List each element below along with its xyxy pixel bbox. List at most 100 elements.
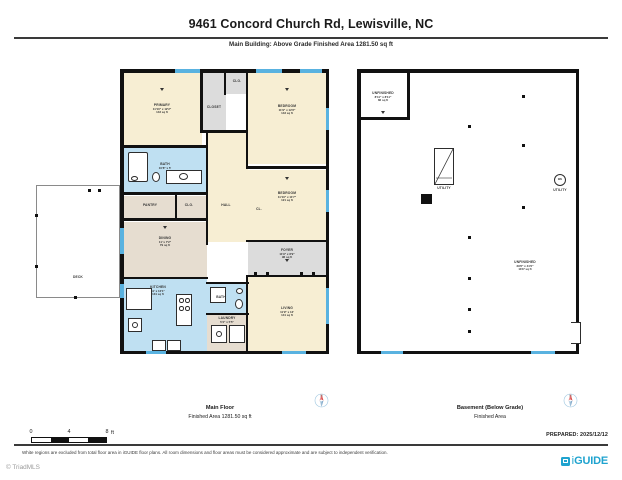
wall-exterior-left [357, 69, 361, 354]
wall-interior [205, 312, 249, 315]
window [282, 350, 306, 354]
room-label-clo-top: CLO. [232, 79, 242, 83]
room-dining [123, 222, 207, 277]
sink-fixture [131, 176, 138, 181]
burner-icon [179, 298, 184, 303]
iguide-brand-text: iGUIDE [571, 455, 608, 467]
scale-tick-labels: 0 4 8 [30, 429, 109, 437]
deck-post [35, 214, 38, 217]
room-label-unfinished-small: UNFINISHED 8'11" x 8'11" 82 sq ft [372, 91, 394, 103]
room-living [248, 277, 326, 351]
wall-interior [120, 276, 208, 279]
dimension-arrow [285, 177, 289, 180]
support-column [522, 95, 525, 98]
room-label-pantry: PANTRY [142, 203, 158, 207]
wall-interior [120, 218, 208, 221]
room-label-bath-hall: BATH 10'8" x 5' [158, 162, 172, 170]
room-label-hall: HALL [221, 203, 231, 207]
dimension-arrow [285, 259, 289, 262]
room-closet [202, 72, 226, 132]
support-column [468, 236, 471, 239]
room-label-foyer: FOYER 11'9" x 8'9" 96 sq ft [279, 248, 295, 260]
svg-text:N: N [569, 394, 571, 398]
wall-exterior-bottom [357, 350, 579, 354]
washer-drum [216, 331, 222, 337]
toilet-fixture [152, 172, 160, 182]
room-label-cl-hall: CL. [256, 207, 262, 211]
cabinet-fixture [152, 340, 166, 351]
sink-fixture [179, 173, 188, 180]
scale-unit-label: ft [111, 430, 114, 436]
mls-attribution: © TriadMLS [6, 464, 40, 471]
sink-fixture [236, 288, 243, 294]
main-floor-plan: DECK [0, 0, 345, 400]
railing-post [266, 272, 269, 275]
dimension-arrow [285, 88, 289, 91]
room-deck [36, 185, 120, 298]
room-label-deck: DECK [73, 275, 83, 279]
support-column [468, 125, 471, 128]
railing-post [312, 272, 315, 275]
wall-interior [174, 192, 177, 220]
wall-interior [200, 69, 203, 132]
room-pantry [123, 196, 177, 220]
footer-divider [14, 444, 608, 446]
railing-post [300, 272, 303, 275]
wall-interior [120, 145, 208, 148]
wall-exterior-top [357, 69, 579, 73]
main-floor-caption-area: Finished Area 1281.50 sq ft [188, 413, 252, 420]
room-label-laundry: LAUNDRY 5'4" x 5'5" [218, 316, 236, 324]
room-bedroom-1 [248, 72, 326, 164]
room-bedroom-2 [248, 170, 326, 242]
room-label-bath-small: BATH [216, 295, 226, 299]
room-label-bedroom-1: BEDROOM 11'9" x 12'2" 143 sq ft [277, 104, 297, 116]
page-subtitle: Main Building: Above Grade Finished Area… [229, 41, 393, 48]
window [325, 108, 329, 130]
iguide-brand-i: i [571, 455, 575, 467]
room-label-unfinished-main: UNFINISHED 29'6" x 41'0" 1157 sq ft [514, 260, 536, 272]
window [175, 69, 200, 73]
window [325, 190, 329, 212]
burner-icon [179, 306, 184, 311]
scale-bar-graphic [31, 437, 107, 443]
window [325, 288, 329, 324]
water-heater-label: WH [557, 177, 563, 181]
window [146, 350, 166, 354]
room-label-utility-left: UTILITY [437, 186, 451, 190]
scale-tick-4: 4 [67, 429, 71, 435]
support-column [468, 330, 471, 333]
basement-caption-title: Basement (Below Grade) [456, 405, 524, 411]
bathtub-fixture [128, 152, 148, 182]
wall-interior [407, 69, 410, 119]
deck-post [74, 296, 77, 299]
wall-exterior-bottom [120, 350, 329, 354]
window [531, 350, 555, 354]
window [256, 69, 282, 73]
wall-interior [245, 274, 328, 277]
cabinet-fixture [167, 340, 181, 351]
wall-interior [200, 130, 248, 133]
deck-post [35, 265, 38, 268]
burner-icon [185, 298, 190, 303]
basement-unfinished-main [359, 72, 577, 354]
disclaimer-text: White regions are excluded from total fl… [22, 450, 388, 455]
deck-post [98, 189, 101, 192]
support-column [522, 206, 525, 209]
room-label-utility-right: UTILITY [553, 188, 567, 192]
room-clo-top [226, 72, 248, 94]
deck-post [88, 189, 91, 192]
wall-interior [245, 239, 328, 242]
wall-interior [120, 192, 208, 195]
window [381, 350, 403, 354]
room-label-living: LIVING 11'9" x 12' 141 sq ft [280, 306, 294, 318]
room-label-clo-pantry: CLO. [184, 203, 194, 207]
basement-plan: UTILITY WH UTILITY UNFINISHED 8'11" x 8'… [345, 0, 622, 400]
sink-basin [132, 322, 138, 328]
wall-interior [245, 69, 248, 169]
room-label-kitchen: KITCHEN 11' x 12'1" 131 sq ft [150, 285, 166, 297]
burner-icon [185, 306, 190, 311]
support-column [468, 308, 471, 311]
iguide-logo[interactable]: iGUIDE [560, 455, 608, 467]
dryer-fixture [229, 325, 245, 343]
